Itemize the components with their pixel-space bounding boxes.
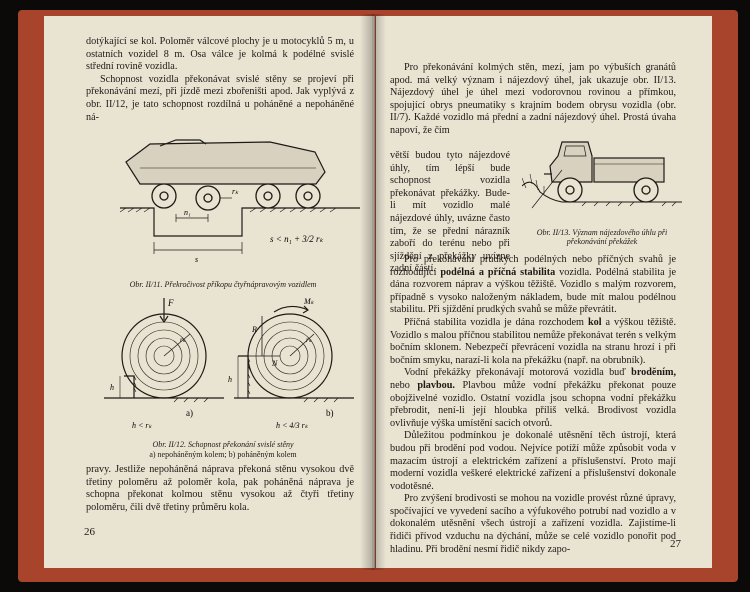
fig11-formula: s < n₁ + 3/2 rₖ (270, 234, 324, 244)
bold-kol: kol (587, 316, 602, 328)
right-text-top: Pro překonávání kolmých stěn, mezí, jam … (390, 62, 676, 138)
fig12-label-a: a) (186, 408, 193, 418)
right-paragraph-5: Důležitou podmínkou je dokonalé utěsnění… (390, 430, 676, 492)
page-number-left: 26 (84, 526, 95, 538)
figure-13-caption: Obr. II/13. Význam nájezdového úhlu při … (536, 228, 668, 246)
right-paragraph-4: Vodní překážky překonávají motorová vozi… (390, 367, 676, 429)
fig12-label-F: F (167, 298, 174, 308)
fig12-label-h-b: h (228, 375, 232, 384)
figure-13-diagram (522, 141, 682, 209)
figure-12-subcaption: a) nepoháněným kolem; b) poháněným kolem (149, 450, 297, 459)
left-page: dotýkající se kol. Poloměr válcové ploch… (44, 16, 375, 568)
right-text-narrow: větší budou tyto nájezdové úhly, tím lép… (390, 150, 510, 276)
left-paragraph-3: pravy. Jestliže nepoháněná náprava překo… (86, 464, 354, 513)
fig12-label-rk-a: rₖ (180, 336, 187, 344)
bold-stability: podélná a příčná stabilita (440, 266, 556, 278)
page-number-right: 27 (670, 538, 681, 550)
fig12-label-h-a: h (110, 383, 114, 392)
bold-plavbou: plavbou. (417, 379, 455, 391)
right-page: Pro překonávání kolmých stěn, mezí, jam … (376, 16, 712, 568)
figure-12-caption: Obr. II/12. Schopnost překonání svislé s… (152, 440, 294, 449)
fig11-label-rk: rₖ (232, 187, 239, 196)
fig12-label-b: b) (326, 408, 334, 418)
left-top-text: dotýkající se kol. Poloměr válcové ploch… (86, 36, 354, 124)
fig12-label-Mk: Mₖ (303, 297, 315, 306)
figure-11-caption: Obr. II/11. Překročivost příkopu čtyřnáp… (129, 280, 317, 289)
right-paragraph-2: Pro překonávání prudkých podélných nebo … (390, 254, 676, 316)
fig12-cond-a: h < rₖ (132, 421, 153, 430)
fig11-label-s: s (195, 255, 198, 264)
right-paragraph-1-continued: větší budou tyto nájezdové úhly, tím lép… (390, 150, 510, 275)
fig12-label-N: N (271, 359, 278, 368)
fig11-label-n1: n₁ (184, 208, 191, 217)
fig12-label-rk-b: rₖ (306, 336, 313, 344)
left-paragraph-1: dotýkající se kol. Poloměr válcové ploch… (86, 36, 354, 73)
left-bottom-text: pravy. Jestliže nepoháněná náprava překo… (86, 464, 354, 514)
left-paragraph-2: Schopnost vozidla překonávat svislé stěn… (86, 73, 354, 123)
right-paragraph-6: Pro zvýšení brodivosti se mohou na vozid… (390, 493, 676, 555)
right-text-main: Pro překonávání prudkých podélných nebo … (390, 254, 676, 556)
fig12-cond-b: h < 4/3 rₖ (276, 421, 309, 430)
figure-12-diagram: F rₖ h a) h < rₖ Mₖ R N rₖ h (104, 297, 354, 430)
right-paragraph-3: Příčná stabilita vozidla je dána rozchod… (390, 316, 676, 366)
figure-11-diagram: n₁ rₖ s s < n₁ + 3/2 rₖ (120, 139, 360, 264)
bold-brodenim: brodĕním, (631, 367, 676, 379)
right-paragraph-1: Pro překonávání kolmých stěn, mezí, jam … (390, 62, 676, 136)
fig12-label-R: R (251, 325, 257, 334)
